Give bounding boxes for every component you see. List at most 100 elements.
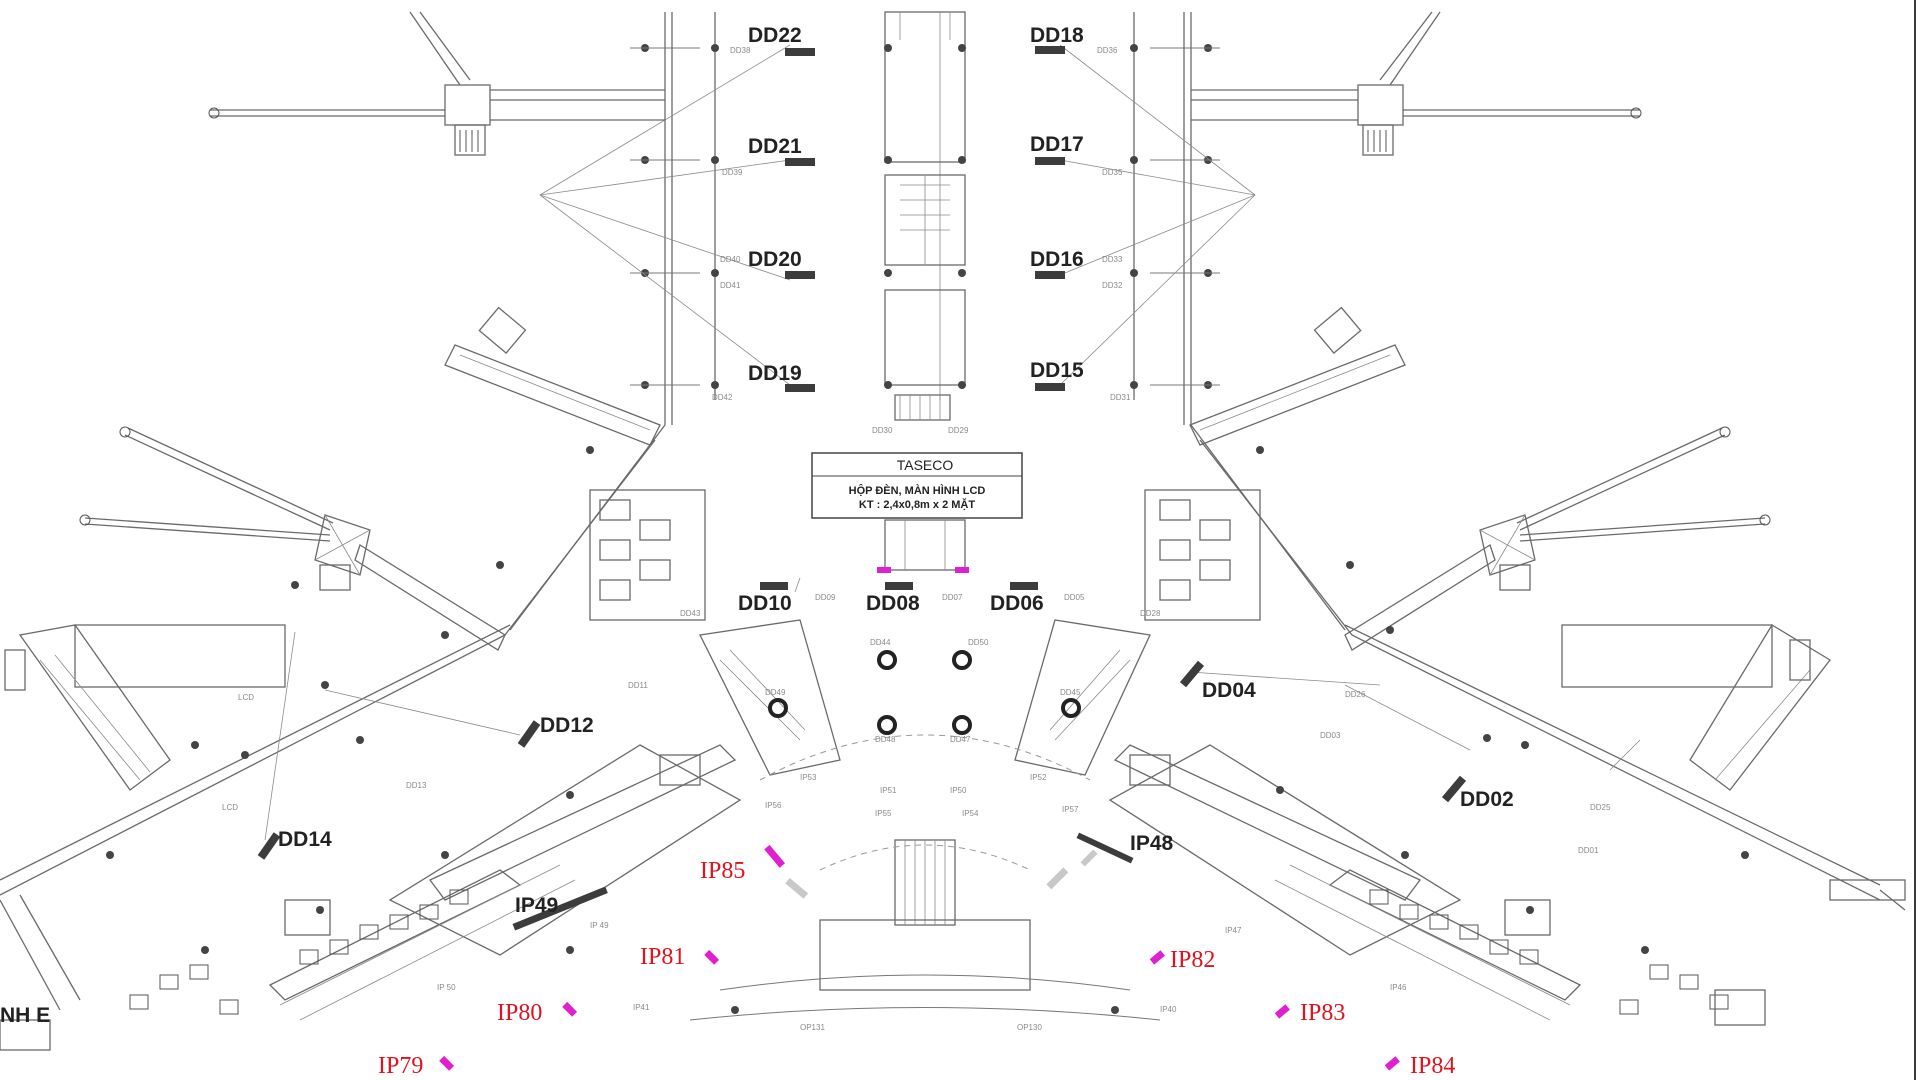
dd22-marker (785, 48, 815, 56)
dd16-marker (1035, 271, 1065, 279)
label-dd25: DD25 (1590, 803, 1611, 812)
label-dd06: DD06 (990, 592, 1044, 615)
label-dd48: DD48 (875, 735, 896, 744)
label-ip47: IP47 (1225, 926, 1242, 935)
label-dd21: DD21 (748, 135, 802, 158)
small-labels: DD38 DD39 DD40 DD41 DD42 DD36 DD35 DD33 … (222, 46, 1611, 1032)
label-dd05: DD05 (1064, 593, 1085, 602)
central-plaza (589, 489, 1261, 1021)
label-dd49: DD49 (765, 688, 786, 697)
info-box-title: TASECO (897, 457, 954, 473)
label-dd35: DD35 (1102, 168, 1123, 177)
dd08-marker (885, 582, 913, 590)
leader-lines (264, 577, 1641, 841)
right-wing (1189, 306, 1906, 911)
label-dd45: DD45 (1060, 688, 1081, 697)
label-ip48: IP48 (1130, 832, 1174, 855)
taseco-info-box: TASECO HỘP ĐÈN, MÀN HÌNH LCD KT : 2,4x0,… (811, 452, 1023, 519)
label-ip79: IP79 (378, 1053, 423, 1079)
label-dd29: DD29 (948, 426, 969, 435)
label-dd14: DD14 (278, 828, 332, 851)
lcd-marker-right (955, 567, 969, 573)
label-dd44: DD44 (870, 638, 891, 647)
label-dd43: DD43 (680, 609, 701, 618)
dd10-marker (760, 582, 788, 590)
label-ip50-small: IP 50 (437, 983, 456, 992)
label-dd08: DD08 (866, 592, 920, 615)
ip84-marker (1384, 1056, 1400, 1071)
label-ip49: IP49 (515, 894, 558, 917)
lower-left-area (0, 744, 742, 1051)
dd18-marker (1035, 46, 1065, 54)
info-box-line1: HỘP ĐÈN, MÀN HÌNH LCD (849, 484, 986, 497)
label-dd12: DD12 (540, 714, 594, 737)
label-dd39: DD39 (722, 168, 743, 177)
label-dd11: DD11 (628, 681, 648, 690)
label-dd31: DD31 (1110, 393, 1131, 402)
label-op131: OP131 (800, 1023, 825, 1032)
label-dd30: DD30 (872, 426, 893, 435)
label-dd47: DD47 (950, 735, 971, 744)
label-dd07: DD07 (942, 593, 963, 602)
dd02-marker (1441, 775, 1467, 803)
lower-right-area (1108, 744, 1766, 1026)
label-ip54: IP54 (962, 809, 979, 818)
jet-bridge-top-right (1191, 11, 1642, 156)
info-box-line2: KT : 2,4x0,8m x 2 MẶT (859, 498, 975, 511)
dd06-marker (1010, 582, 1038, 590)
dd12-marker (517, 720, 541, 748)
ip79-marker (439, 1055, 455, 1071)
label-dd17: DD17 (1030, 133, 1084, 156)
ip-markers (439, 567, 1400, 1071)
label-ip56: IP56 (765, 801, 782, 810)
lcd-marker-left (877, 567, 891, 573)
label-dd26: DD26 (1345, 690, 1366, 699)
label-ip40: IP40 (1160, 1005, 1177, 1014)
label-ip49-small: IP 49 (590, 921, 609, 930)
dd20-marker (785, 271, 815, 279)
label-partial-nh-e: NH E (0, 1004, 50, 1027)
label-ip52: IP52 (1030, 773, 1047, 782)
dd14-marker (257, 832, 281, 860)
label-dd18: DD18 (1030, 24, 1084, 47)
label-ip83: IP83 (1300, 1000, 1345, 1026)
label-ip50: IP50 (950, 786, 967, 795)
dd15-marker (1035, 383, 1065, 391)
label-ip46: IP46 (1390, 983, 1407, 992)
label-dd02: DD02 (1460, 788, 1514, 811)
label-ip57: IP57 (1062, 805, 1079, 814)
label-ip80: IP80 (497, 1000, 542, 1026)
label-dd19: DD19 (748, 362, 802, 385)
label-dd40: DD40 (720, 255, 741, 264)
label-ip41: IP41 (633, 1003, 650, 1012)
central-pier (539, 11, 1256, 425)
jet-bridge-top-left (208, 11, 665, 156)
label-ip81: IP81 (640, 944, 685, 970)
label-dd04: DD04 (1202, 679, 1256, 702)
label-dd13: DD13 (406, 781, 427, 790)
dd21-marker (785, 158, 815, 166)
ip49-marker (512, 886, 608, 931)
label-dd20: DD20 (748, 248, 802, 271)
label-dd01: DD01 (1578, 846, 1599, 855)
label-dd38: DD38 (730, 46, 751, 55)
dd04-marker (1179, 660, 1205, 688)
label-dd22: DD22 (748, 24, 802, 47)
label-dd42: DD42 (712, 393, 733, 402)
dd-labels: DD22 DD21 DD20 DD19 DD18 DD17 DD16 DD15 … (278, 24, 1514, 851)
ip82-marker (1149, 950, 1165, 965)
label-ip82: IP82 (1170, 947, 1215, 973)
dd19-marker (785, 384, 815, 392)
label-dd50: DD50 (968, 638, 989, 647)
label-ip51: IP51 (880, 786, 897, 795)
label-ip53: IP53 (800, 773, 817, 782)
ip80-marker (562, 1001, 578, 1017)
label-dd15: DD15 (1030, 359, 1084, 382)
ip81-marker (704, 949, 720, 965)
label-dd41: DD41 (720, 281, 741, 290)
label-dd28: DD28 (1140, 609, 1161, 618)
columns (106, 446, 1749, 1014)
label-lcd-left: LCD (238, 693, 254, 702)
dd-markers (257, 46, 1467, 931)
